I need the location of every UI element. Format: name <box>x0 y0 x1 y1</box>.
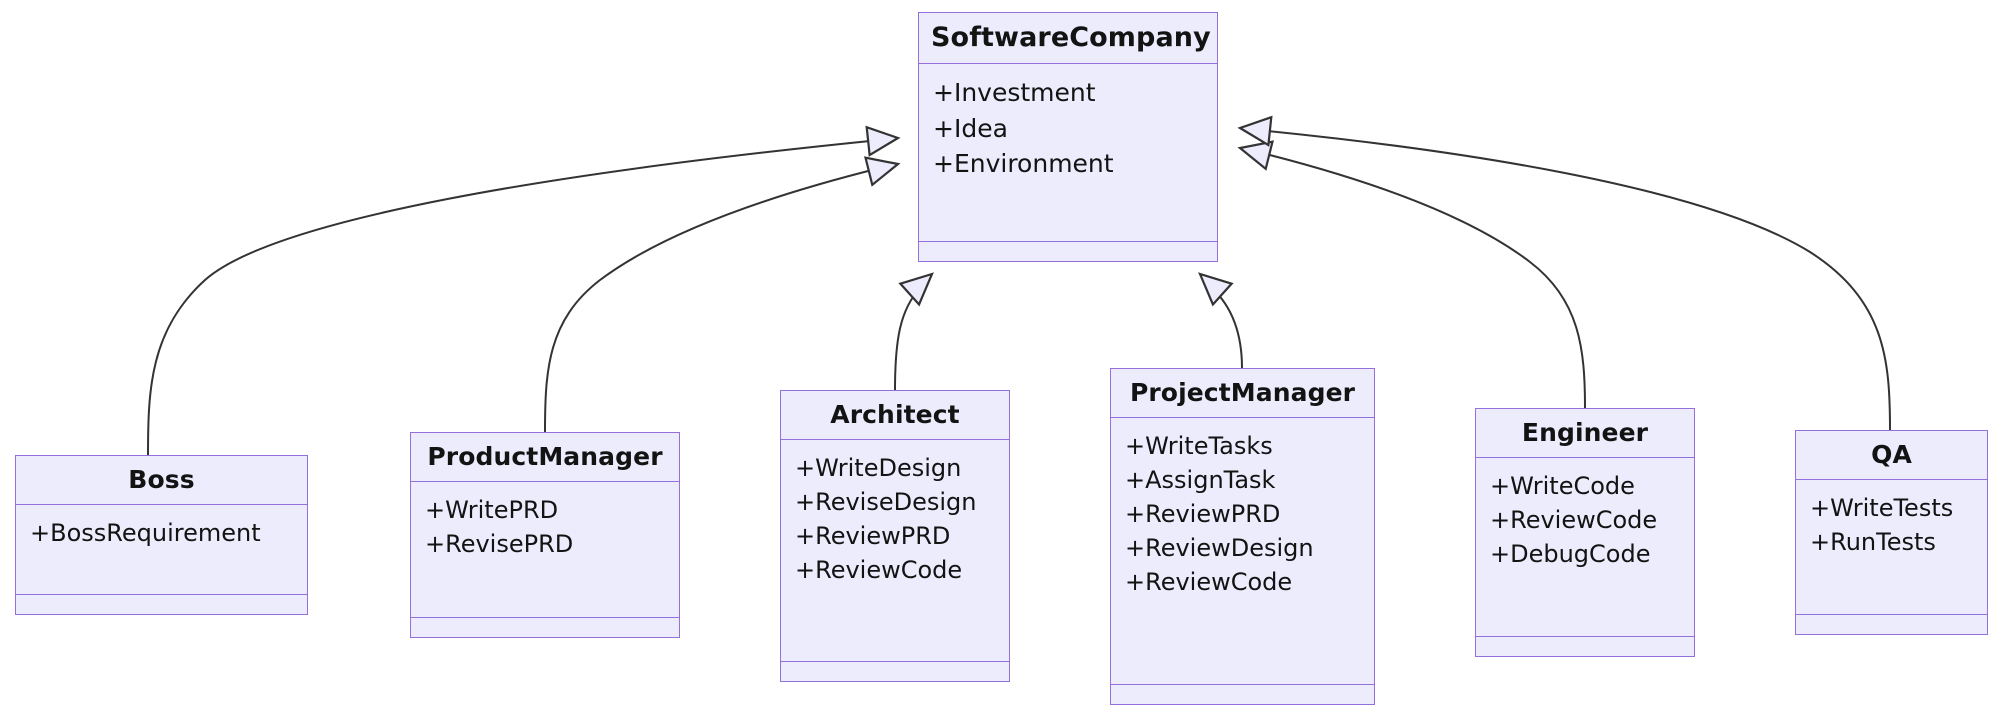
edge-projectmanager-arrowhead <box>1198 272 1234 307</box>
class-methods-productmanager <box>411 618 679 637</box>
edge-productmanager-arrowhead <box>864 156 901 187</box>
class-methods-boss <box>16 595 307 614</box>
class-attribute-row: +DebugCode <box>1490 540 1651 569</box>
class-box-boss[interactable]: Boss +BossRequirement <box>15 455 308 615</box>
class-attribute-row: +ReviewPRD <box>1125 500 1281 529</box>
class-attribute-row: +WritePRD <box>425 496 559 524</box>
class-title-engineer: Engineer <box>1476 409 1694 458</box>
edge-projectmanager <box>1211 287 1243 369</box>
class-attribute-row: +ReviseDesign <box>795 488 977 517</box>
class-attribute-row: +Idea <box>933 113 1008 143</box>
edge-engineer-arrowhead <box>1237 140 1274 171</box>
class-attribute-row: +WriteTasks <box>1125 432 1273 460</box>
class-attributes-projectmanager: +WriteTasks +AssignTask +ReviewPRD +ReviewD… <box>1111 418 1374 685</box>
class-attribute-row: +ReviewCode <box>1125 568 1293 597</box>
class-title-productmanager: ProductManager <box>411 433 679 482</box>
edge-architect-arrowhead <box>898 272 934 307</box>
class-box-engineer[interactable]: Engineer +WriteCode +ReviewCode +DebugCode <box>1475 408 1695 657</box>
class-attribute-row: +Environment <box>933 149 1114 178</box>
class-attribute-row: +WriteDesign <box>795 454 962 482</box>
class-attribute-row: +ReviewDesign <box>1125 534 1314 563</box>
class-title-projectmanager: ProjectManager <box>1111 369 1374 418</box>
class-attributes-qa: +WriteTests +RunTests <box>1796 480 1987 615</box>
class-methods-architect <box>781 662 1009 681</box>
edge-boss <box>147 139 881 456</box>
class-attribute-row: +ReviewCode <box>795 556 963 585</box>
class-box-qa[interactable]: QA +WriteTests +RunTests <box>1795 430 1988 635</box>
class-methods-projectmanager <box>1111 685 1374 704</box>
class-attribute-row: +WriteCode <box>1490 472 1635 500</box>
class-attributes-productmanager: +WritePRD +RevisePRD <box>411 482 679 618</box>
edge-boss-arrowhead <box>865 125 901 157</box>
class-box-projectmanager[interactable]: ProjectManager +WriteTasks +AssignTask +Rev… <box>1110 368 1375 705</box>
class-attribute-row: +RevisePRD <box>425 530 574 559</box>
class-title-softwarecompany: SoftwareCompany <box>919 13 1217 64</box>
class-title-architect: Architect <box>781 391 1009 440</box>
class-attribute-row: +Investment <box>933 78 1096 107</box>
edge-architect <box>894 287 921 391</box>
class-title-boss: Boss <box>16 456 307 505</box>
class-attributes-engineer: +WriteCode +ReviewCode +DebugCode <box>1476 458 1694 637</box>
class-methods-qa <box>1796 615 1987 634</box>
class-attribute-row: +RunTests <box>1810 528 1936 557</box>
class-title-qa: QA <box>1796 431 1987 480</box>
class-attribute-row: +AssignTask <box>1125 466 1276 495</box>
class-box-productmanager[interactable]: ProductManager +WritePRD +RevisePRD <box>410 432 680 638</box>
class-box-architect[interactable]: Architect +WriteDesign +ReviseDesign +Revie… <box>780 390 1010 682</box>
class-methods-softwarecompany <box>919 242 1217 261</box>
class-box-softwarecompany[interactable]: SoftwareCompany +Investment +Idea +Environm… <box>918 12 1218 262</box>
class-methods-engineer <box>1476 637 1694 656</box>
edge-qa-arrowhead <box>1237 115 1273 147</box>
class-attributes-softwarecompany: +Investment +Idea +Environment <box>919 64 1217 242</box>
class-attribute-row: +WriteTests <box>1810 494 1954 522</box>
class-attributes-boss: +BossRequirement <box>16 505 307 595</box>
class-attributes-architect: +WriteDesign +ReviseDesign +ReviewPRD +Revi… <box>781 440 1009 662</box>
class-attribute-row: +ReviewPRD <box>795 522 951 551</box>
class-attribute-row: +ReviewCode <box>1490 506 1658 535</box>
class-attribute-row: +BossRequirement <box>30 519 261 547</box>
